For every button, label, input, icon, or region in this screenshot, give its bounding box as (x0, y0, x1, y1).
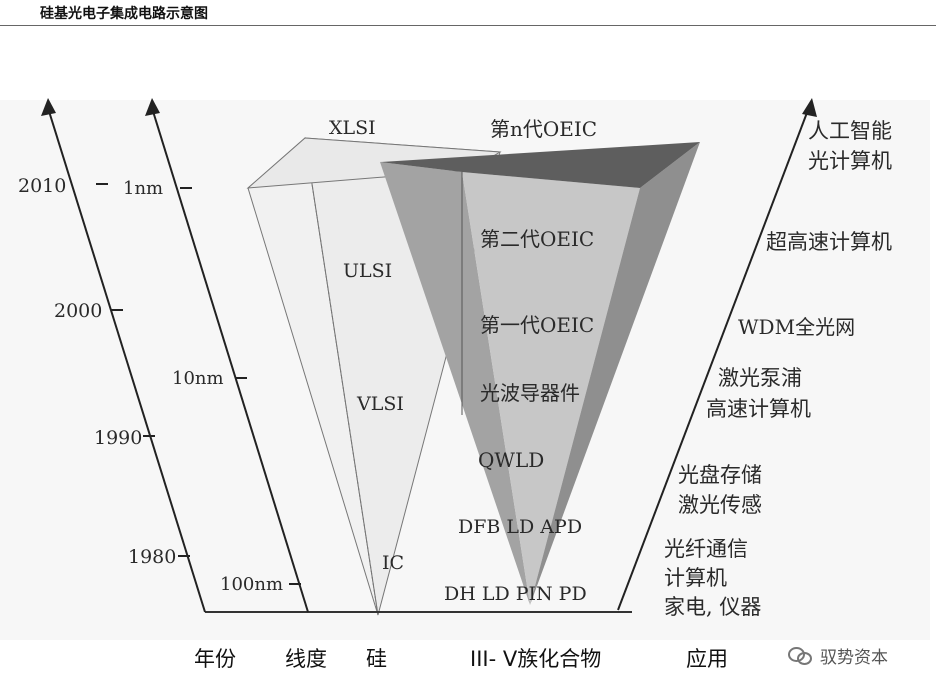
silicon-level-label: VLSI (356, 393, 404, 415)
iii-v-level-label: QWLD (478, 448, 544, 472)
iii-v-level-label: 第二代OEIC (480, 227, 594, 251)
linewidth-axis-arrow (145, 98, 160, 116)
iii-v-level-label: 第n代OEIC (490, 117, 597, 141)
year-tick-label: 2010 (18, 175, 66, 197)
linewidth-tick-label: 10nm (172, 368, 224, 389)
application-label: 超高速计算机 (766, 230, 892, 254)
silicon-hidden-edge (304, 137, 379, 616)
application-label: 光计算机 (808, 149, 892, 173)
application-label: 家电, 仪器 (664, 595, 761, 619)
year-tick-label: 1990 (94, 427, 142, 449)
linewidth-axis-title: 线度 (285, 647, 327, 671)
application-label: 光盘存储 (678, 463, 762, 487)
application-label: 人工智能 (808, 119, 892, 143)
application-label: 激光泵浦 (718, 366, 802, 390)
iii-v-top-face (380, 142, 700, 188)
linewidth-axis-line (151, 107, 309, 613)
application-label: 激光传感 (678, 493, 762, 517)
iii-v-level-label: 光波导器件 (480, 381, 580, 405)
application-axis-line (617, 109, 809, 611)
silicon-title: 硅 (366, 647, 387, 671)
iii-v-level-label: DH LD PIN PD (444, 583, 587, 605)
iii-v-face-left (380, 162, 530, 605)
application-label: WDM全光网 (738, 315, 855, 339)
watermark-text: 驭势资本 (820, 648, 888, 668)
application-axis-arrow (802, 98, 817, 117)
iii-v-face-right (530, 142, 700, 605)
header-title: 硅基光电子集成电路示意图 (40, 6, 208, 22)
year-axis-title: 年份 (194, 647, 236, 671)
linewidth-tick-label: 1nm (123, 178, 163, 199)
iii-v-title: III- V族化合物 (470, 647, 601, 671)
application-label: 计算机 (664, 566, 727, 590)
year-tick-label: 2000 (54, 300, 102, 322)
silicon-level-label: XLSI (329, 117, 376, 139)
application-axis-title: 应用 (686, 647, 728, 671)
watermark: 驭势资本 (788, 643, 888, 668)
silicon-level-label: ULSI (343, 260, 392, 282)
linewidth-tick-label: 100nm (220, 574, 283, 595)
iii-v-level-label: 第一代OEIC (480, 313, 594, 337)
year-axis-arrow (41, 98, 56, 116)
iii-v-face-front (462, 172, 640, 605)
wechat-icon (788, 646, 814, 665)
application-label: 高速计算机 (706, 397, 811, 421)
application-label: 光纤通信 (664, 537, 748, 561)
year-tick-label: 1980 (128, 546, 176, 568)
silicon-level-label: IC (382, 552, 404, 574)
header-divider (0, 25, 936, 26)
year-axis-line (47, 107, 206, 613)
iii-v-level-label: DFB LD APD (458, 516, 582, 538)
